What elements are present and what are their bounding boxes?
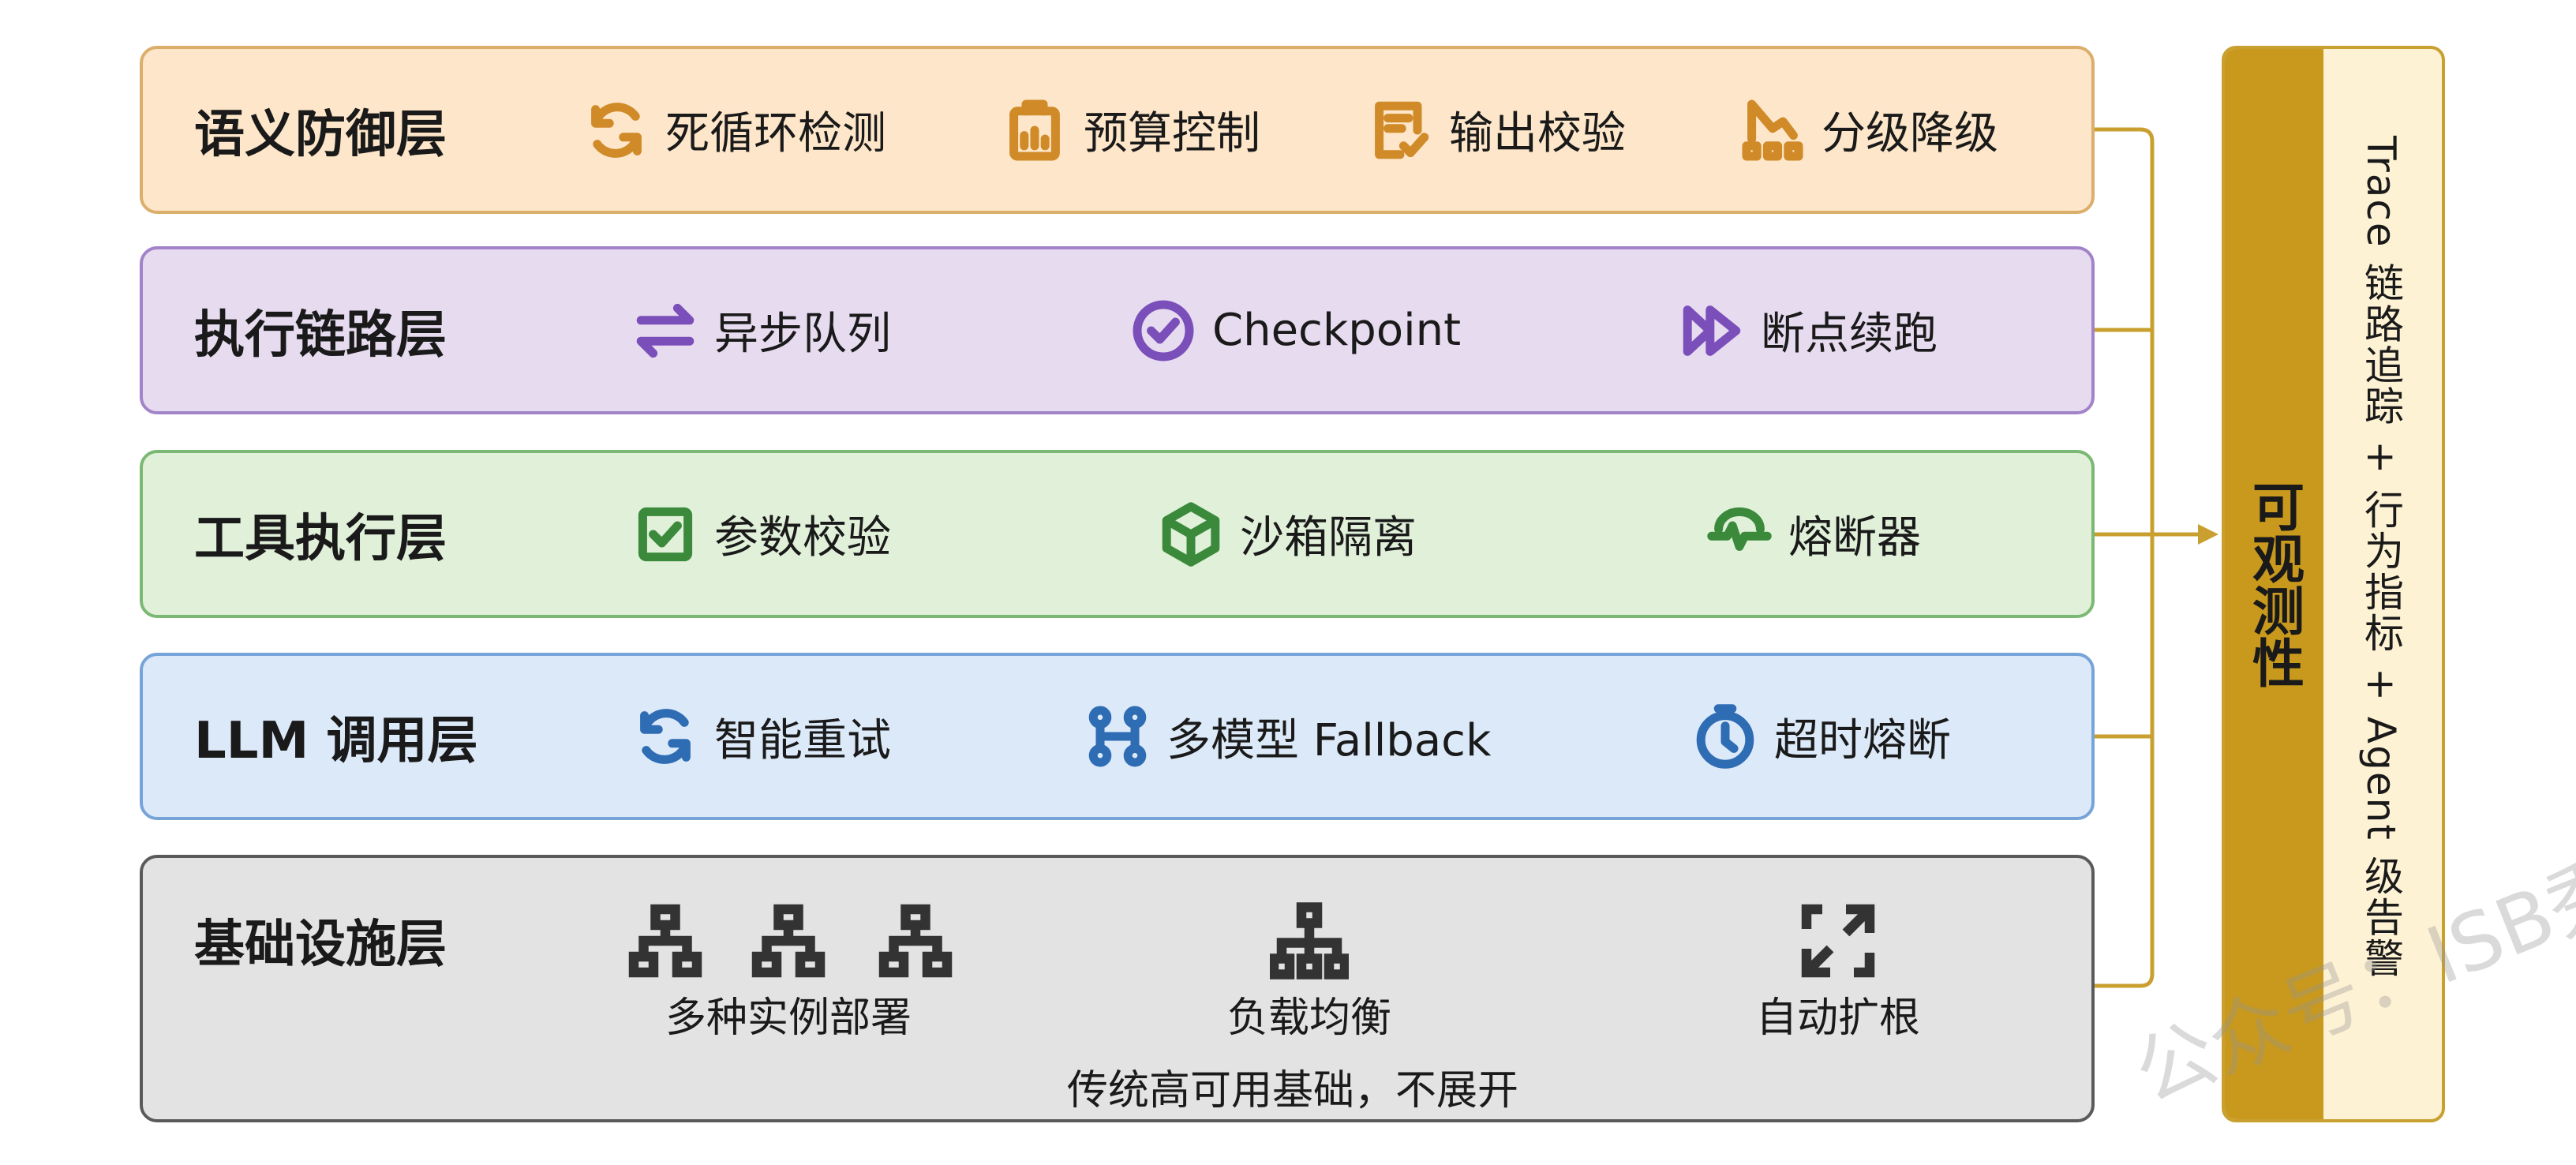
item-label: 沙箱隔离: [1240, 512, 1417, 564]
layer-label: 语义防御层: [194, 105, 447, 164]
hierarchy-icon: [749, 901, 828, 980]
item-label: 预算控制: [1084, 108, 1260, 159]
item-circuit-breaker: 熔断器: [1705, 500, 1921, 569]
fast-forward-icon: [1677, 296, 1747, 365]
item-label: 超时熔断: [1774, 714, 1951, 766]
observability-title: 可观测性: [2244, 480, 2305, 688]
item-label: 异步队列: [714, 309, 891, 360]
item-loop-detection: 死循环检测: [582, 96, 886, 165]
item-label: 断点续跑: [1761, 309, 1938, 360]
item-smart-retry: 智能重试: [631, 702, 891, 771]
layer-label: 执行链路层: [194, 305, 447, 365]
item-multi-model-fallback: 多模型 Fallback: [1083, 702, 1491, 771]
observability-panel: 可观测性 Trace 链路追踪 + 行为指标 + Agent 级告警: [2222, 46, 2445, 1122]
layer-label: 基础设施层: [194, 916, 447, 974]
item-output-validation: 输出校验: [1365, 96, 1626, 165]
checklist-icon: [1365, 96, 1435, 165]
hierarchy-icon: [626, 901, 705, 980]
layer-semantic-defense: 语义防御层 死循环检测 预算控制 输出校验 分级降级: [140, 46, 2095, 214]
swap-arrows-icon: [631, 296, 700, 365]
item-label: 分级降级: [1822, 108, 1998, 159]
budget-icon: [1000, 96, 1069, 165]
item-async-queue: 异步队列: [631, 296, 891, 365]
load-balance-icon: [1268, 901, 1350, 980]
item-label: 智能重试: [714, 714, 891, 766]
cube-icon: [1156, 500, 1226, 569]
observability-title-band: 可观测性: [2225, 49, 2323, 1119]
item-label: 自动扩根: [1755, 995, 1921, 1042]
refresh-icon: [582, 96, 651, 165]
arrow-icon: [2198, 524, 2218, 545]
item-label: 死循环检测: [665, 108, 886, 159]
item-label: 参数校验: [714, 512, 891, 564]
infrastructure-note: 传统高可用基础，不展开: [1066, 1067, 1519, 1114]
check-square-icon: [631, 500, 700, 569]
hierarchy-icon: [876, 901, 955, 980]
layer-label: 工具执行层: [194, 509, 447, 568]
layer-label: LLM 调用层: [194, 712, 478, 770]
item-checkpoint: Checkpoint: [1129, 296, 1461, 365]
check-circle-icon: [1129, 296, 1198, 365]
observability-description: Trace 链路追踪 + 行为指标 + Agent 级告警: [2358, 136, 2404, 979]
pulse-icon: [1705, 500, 1774, 569]
layer-execution-chain: 执行链路层 异步队列 Checkpoint 断点续跑: [140, 246, 2095, 414]
downgrade-icon: [1738, 96, 1807, 165]
model-graph-icon: [1083, 702, 1152, 771]
item-label: 多模型 Fallback: [1166, 714, 1492, 766]
item-label: Checkpoint: [1212, 305, 1462, 356]
item-timeout-breaker: 超时熔断: [1690, 702, 1951, 771]
item-label: 熔断器: [1788, 512, 1921, 564]
item-label: 多种实例部署: [665, 995, 912, 1042]
layer-tool-execution: 工具执行层 参数校验 沙箱隔离 熔断器: [140, 450, 2095, 618]
item-sandbox-isolation: 沙箱隔离: [1156, 500, 1417, 569]
layer-infrastructure: 基础设施层 多种实例部署 负载均衡 自动扩根 传统高可用基础，不展开: [140, 855, 2095, 1122]
layer-llm-call: LLM 调用层 智能重试 多模型 Fallback 超时熔断: [140, 653, 2095, 820]
expand-icon: [1799, 901, 1878, 980]
item-label: 输出校验: [1449, 108, 1626, 159]
item-budget-control: 预算控制: [1000, 96, 1260, 165]
sync-icon: [631, 702, 700, 771]
item-param-validation: 参数校验: [631, 500, 891, 569]
item-label: 负载均衡: [1226, 995, 1392, 1042]
stopwatch-icon: [1690, 702, 1760, 771]
item-tiered-degradation: 分级降级: [1738, 96, 1998, 165]
item-resume-from-breakpoint: 断点续跑: [1677, 296, 1938, 365]
